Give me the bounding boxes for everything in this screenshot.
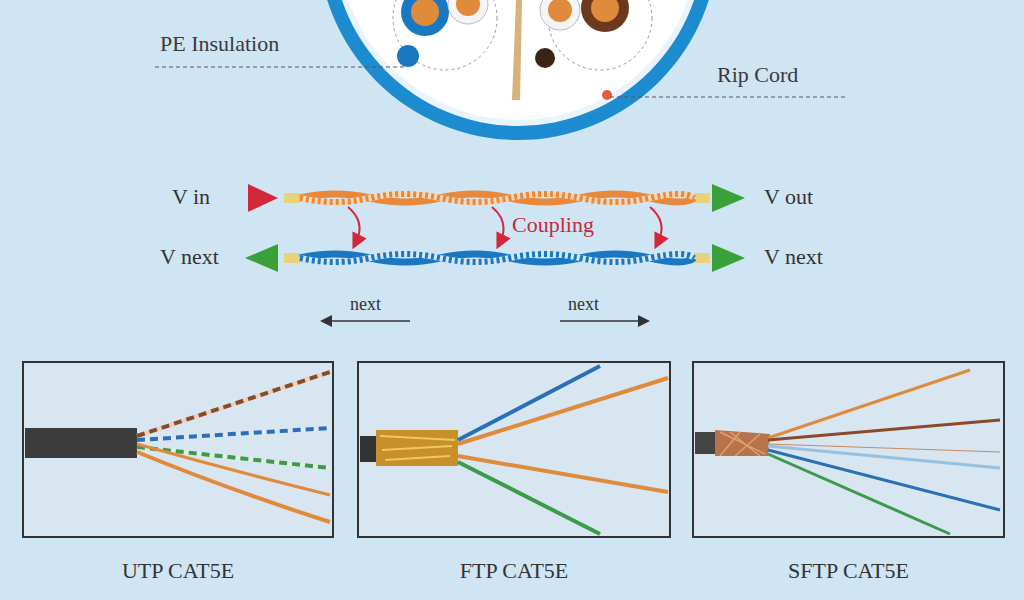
direction-label: next <box>568 294 599 315</box>
panel-caption: FTP CAT5E <box>358 558 670 584</box>
photo-panel: FTP CAT5E <box>358 362 670 584</box>
panel-caption: UTP CAT5E <box>23 558 333 584</box>
photo-panel: UTP CAT5E <box>23 362 333 584</box>
panel-caption: SFTP CAT5E <box>693 558 1004 584</box>
cable-cross-section <box>155 0 845 140</box>
crosstalk-illustration <box>245 184 745 321</box>
photo-panel: SFTP CAT5E <box>693 362 1004 584</box>
signal-label: V in <box>172 184 210 209</box>
signal-label: V out <box>764 184 813 209</box>
part-label: Rip Cord <box>717 62 798 87</box>
part-label: PE Insulation <box>160 31 279 56</box>
direction-label: next <box>350 294 381 315</box>
signal-label: V next <box>160 244 219 269</box>
signal-label: V next <box>764 244 823 269</box>
photo-panels <box>23 362 1004 537</box>
coupling-label: Coupling <box>510 212 596 237</box>
